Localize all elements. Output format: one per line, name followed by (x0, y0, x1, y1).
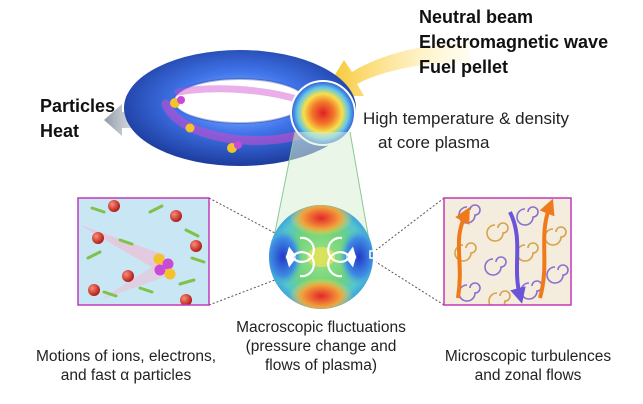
center-caption-line-3: flows of plasma) (265, 357, 377, 374)
center-caption-line-1: Macroscopic fluctuations (236, 319, 406, 336)
input-label-fuel-pellet: Fuel pellet (419, 57, 509, 77)
heating-input-arrow (322, 42, 470, 96)
input-label-electromagnetic-wave: Electromagnetic wave (419, 32, 609, 52)
center-caption-line-2: (pressure change and (245, 338, 397, 355)
right-panel-caption: Microscopic turbulences and zonal flows (428, 347, 628, 385)
center-panel-caption: Macroscopic fluctuations (pressure chang… (214, 318, 428, 375)
core-label-line-1: High temperature & density (363, 109, 569, 128)
right-caption-line-2: and zonal flows (474, 367, 582, 384)
turbulence-panel (443, 197, 572, 306)
alpha-particle (153, 253, 176, 280)
right-caption-line-1: Microscopic turbulences (444, 348, 612, 365)
panel-connectors (208, 197, 445, 306)
core-label-line-2: at core plasma (378, 133, 490, 152)
input-label-neutral-beam: Neutral beam (419, 7, 534, 27)
particle-panel (77, 197, 210, 306)
macroscopic-panel (269, 205, 378, 309)
left-panel-caption: Motions of ions, electrons, and fast α p… (18, 347, 234, 385)
left-caption-line-2: and fast α particles (60, 367, 192, 384)
output-label-particles: Particles (40, 96, 116, 116)
left-caption-line-1: Motions of ions, electrons, (35, 348, 217, 365)
output-label-heat: Heat (40, 121, 80, 141)
